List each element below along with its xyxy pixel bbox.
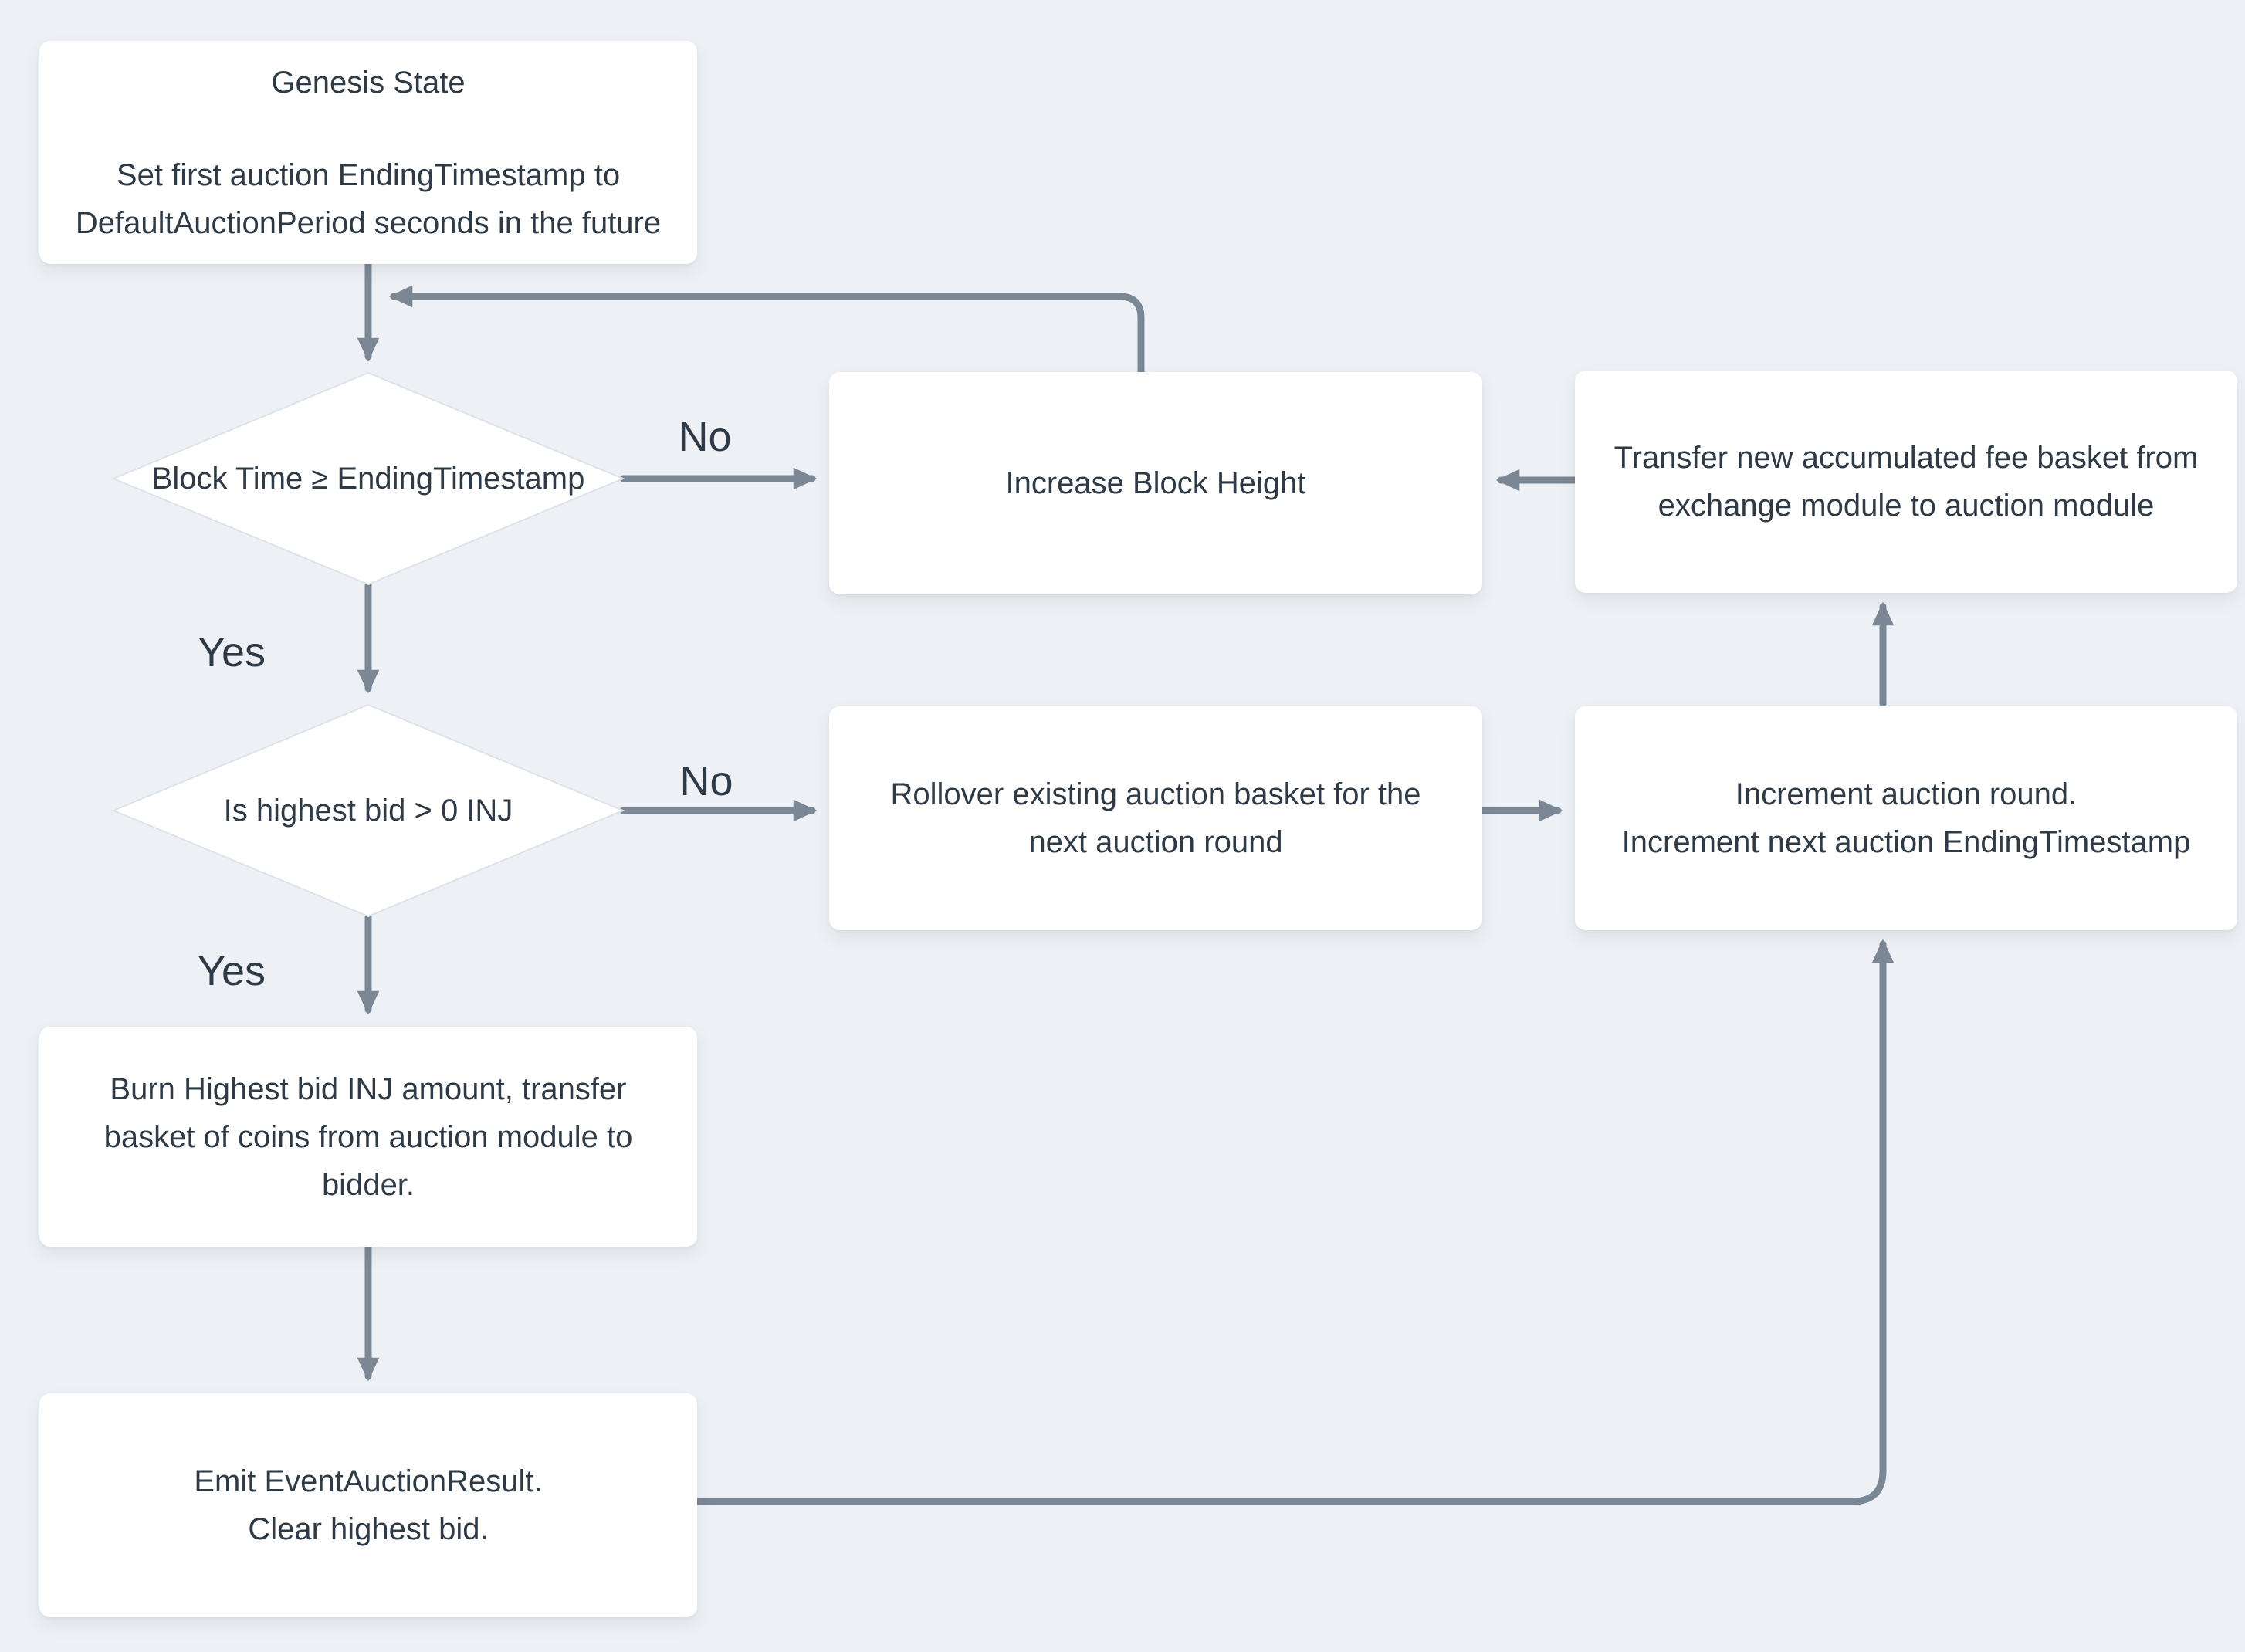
- node-genesis-state: Genesis State Set first auction EndingTi…: [39, 41, 697, 264]
- node-increment-round: Increment auction round. Increment next …: [1575, 706, 2237, 930]
- node-text-line: Clear highest bid.: [248, 1512, 489, 1546]
- node-text-line: Transfer new accumulated fee basket from: [1613, 441, 2199, 475]
- edge-label-highest-bid-no: No: [679, 758, 733, 804]
- node-text-line: Increment next auction EndingTimestamp: [1621, 825, 2191, 859]
- node-text-line: Emit EventAuctionResult.: [194, 1464, 543, 1498]
- decision-block-time-diamond: [111, 371, 625, 586]
- node-genesis-body: Set first auction EndingTimestamp to Def…: [76, 151, 661, 247]
- node-burn-highest-bid: Burn Highest bid INJ amount, transfer ba…: [39, 1027, 697, 1247]
- node-genesis-title: Genesis State: [271, 65, 466, 100]
- edge-increase-loopback: [388, 285, 1145, 376]
- node-text-line: exchange module to auction module: [1658, 489, 2155, 523]
- node-decision-block-time: Block Time ≥ EndingTimestamp: [113, 373, 623, 584]
- node-text-line: Burn Highest bid INJ amount, transfer: [110, 1071, 627, 1106]
- node-text-line: DefaultAuctionPeriod seconds in the futu…: [75, 205, 662, 240]
- node-emit-result: Emit EventAuctionResult. Clear highest b…: [39, 1393, 697, 1617]
- node-text-line: basket of coins from auction module to: [103, 1119, 633, 1154]
- decision-highest-bid-diamond: [111, 703, 625, 918]
- node-text-line: Set first auction EndingTimestamp to: [116, 157, 621, 192]
- node-transfer-fee-basket: Transfer new accumulated fee basket from…: [1575, 371, 2237, 593]
- node-text-line: Increment auction round.: [1735, 777, 2077, 811]
- node-text-line: next auction round: [1028, 825, 1283, 859]
- node-text-line: Increase Block Height: [1005, 466, 1306, 500]
- node-text-line: Block Time ≥ EndingTimestamp: [151, 461, 585, 496]
- edge-emit-to-increment: [693, 939, 1895, 1505]
- node-text-line: Rollover existing auction basket for the: [890, 777, 1421, 811]
- edge-label-block-time-yes: Yes: [197, 629, 266, 675]
- node-rollover-basket: Rollover existing auction basket for the…: [829, 706, 1482, 930]
- node-increase-block-height: Increase Block Height: [829, 372, 1482, 594]
- node-text-line: bidder.: [321, 1167, 415, 1202]
- node-text-line: Is highest bid > 0 INJ: [223, 793, 513, 828]
- edge-label-block-time-no: No: [678, 414, 732, 460]
- node-decision-highest-bid: Is highest bid > 0 INJ: [113, 705, 623, 916]
- edge-label-highest-bid-yes: Yes: [197, 948, 266, 994]
